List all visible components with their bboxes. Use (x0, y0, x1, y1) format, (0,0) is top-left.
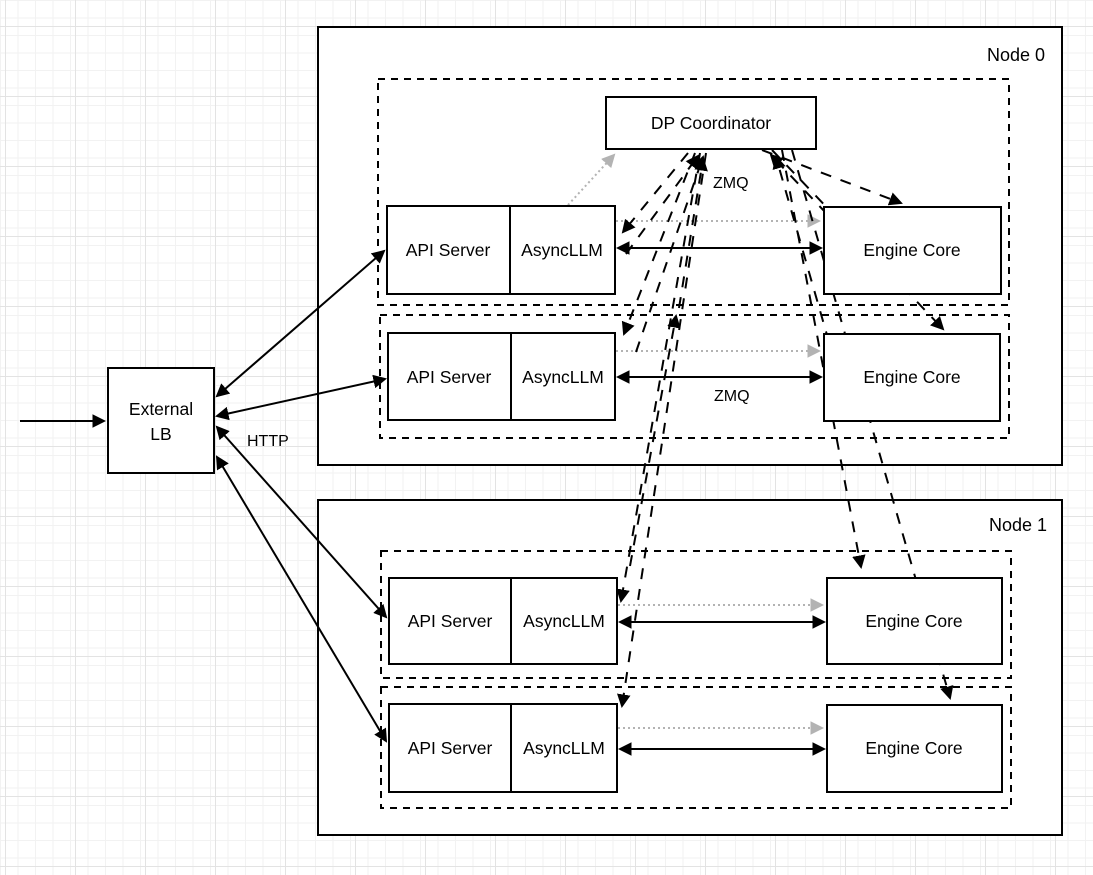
external-lb-label-line2: LB (150, 424, 171, 444)
asyncllm-box-n0g2 (510, 332, 616, 421)
arrow-lb-api-n0g1 (215, 249, 386, 398)
asyncllm-label-n0g2: AsyncLLM (522, 367, 604, 387)
node0-group2-dashed-container (379, 314, 1010, 439)
external-lb-box (107, 367, 215, 474)
api-server-label-n0g2: API Server (407, 367, 492, 387)
api-server-label-n1g1: API Server (408, 611, 493, 631)
node0-title: Node 0 (987, 45, 1045, 65)
dotted-link-asyncllm-to-coordinator (567, 153, 616, 206)
arrow-lb-api-n0g2 (215, 374, 387, 421)
zmq-engine-link-label: ZMQ (714, 388, 750, 405)
dashed-link-asyncllm-n1-to-coordinator-lower (629, 313, 681, 567)
node1-title: Node 1 (989, 515, 1047, 535)
asyncllm-label-n0g1: AsyncLLM (521, 240, 603, 260)
asyncllm-box-n1g1 (510, 577, 618, 665)
zmq-coordinator-link-label: ZMQ (713, 175, 749, 192)
http-link-label: HTTP (247, 433, 289, 450)
engine-core-box-n0g1 (823, 206, 1002, 295)
engine-core-box-n1g1 (826, 577, 1003, 665)
api-server-box-n1g1 (388, 577, 512, 665)
dashed-link-coordinator-to-asyncllm-n0g1 (621, 152, 689, 234)
asyncllm-label-n1g1: AsyncLLM (523, 611, 605, 631)
engine-core-box-n1g2 (826, 704, 1003, 793)
engine-core-box-n0g2 (823, 333, 1001, 422)
api-server-label-n0g1: API Server (406, 240, 491, 260)
dp-coordinator-label: DP Coordinator (651, 113, 771, 133)
arrow-lb-api-n1g2 (215, 455, 388, 743)
dp-coordinator-box (605, 96, 817, 150)
engine-core-label-n0g2: Engine Core (863, 367, 960, 387)
engine-core-label-n1g2: Engine Core (865, 738, 962, 758)
api-server-box-n1g2 (388, 703, 512, 793)
engine-core-label-n0g1: Engine Core (863, 240, 960, 260)
node1-group2-dashed-container (380, 686, 1012, 809)
dashed-link-coordinator-to-engine-n1g1 (781, 149, 866, 570)
engine-core-label-n1g1: Engine Core (865, 611, 962, 631)
dashed-link-coordinator-to-asyncllm-n1g1 (616, 152, 701, 604)
api-server-box-n0g1 (386, 205, 511, 295)
asyncllm-label-n1g2: AsyncLLM (523, 738, 605, 758)
node1-group1-dashed-container (380, 550, 1012, 679)
external-lb-label-line1: External (129, 399, 193, 419)
node0-group1-dashed-container (377, 78, 1010, 306)
asyncllm-box-n0g1 (509, 205, 616, 295)
dashed-link-asyncllm-n0g2-to-coordinator (635, 155, 706, 353)
asyncllm-box-n1g2 (510, 703, 618, 793)
dashed-link-asyncllm-n1-to-coordinator-upper (678, 156, 708, 309)
api-server-label-n1g2: API Server (408, 738, 493, 758)
